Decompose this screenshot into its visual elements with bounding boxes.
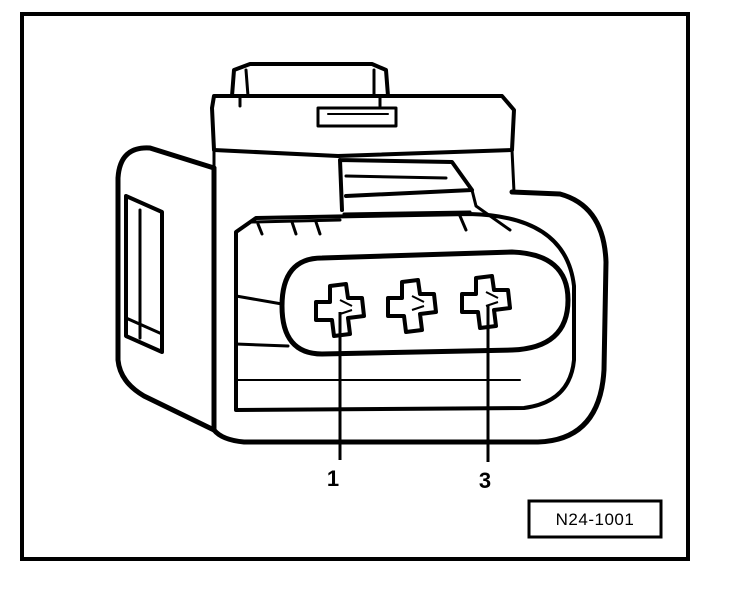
front-opening bbox=[234, 212, 576, 412]
terminal-pin-1 bbox=[314, 282, 366, 338]
latch-block bbox=[210, 94, 516, 158]
left-shell bbox=[115, 145, 217, 433]
reference-code-box bbox=[527, 499, 663, 539]
terminal-cavities bbox=[314, 274, 512, 338]
figure-frame bbox=[20, 12, 690, 561]
terminal-pin-3 bbox=[460, 274, 512, 330]
reference-code: N24-1001 bbox=[556, 510, 635, 529]
terminal-pin-2 bbox=[386, 278, 438, 334]
locking-tab bbox=[230, 62, 390, 98]
callout-label-3: 3 bbox=[479, 468, 491, 493]
connector-housing bbox=[115, 62, 609, 445]
main-body bbox=[211, 165, 609, 445]
latch-ramp bbox=[338, 158, 474, 212]
callout-label-1: 1 bbox=[327, 466, 339, 491]
terminal-carrier bbox=[279, 249, 571, 357]
